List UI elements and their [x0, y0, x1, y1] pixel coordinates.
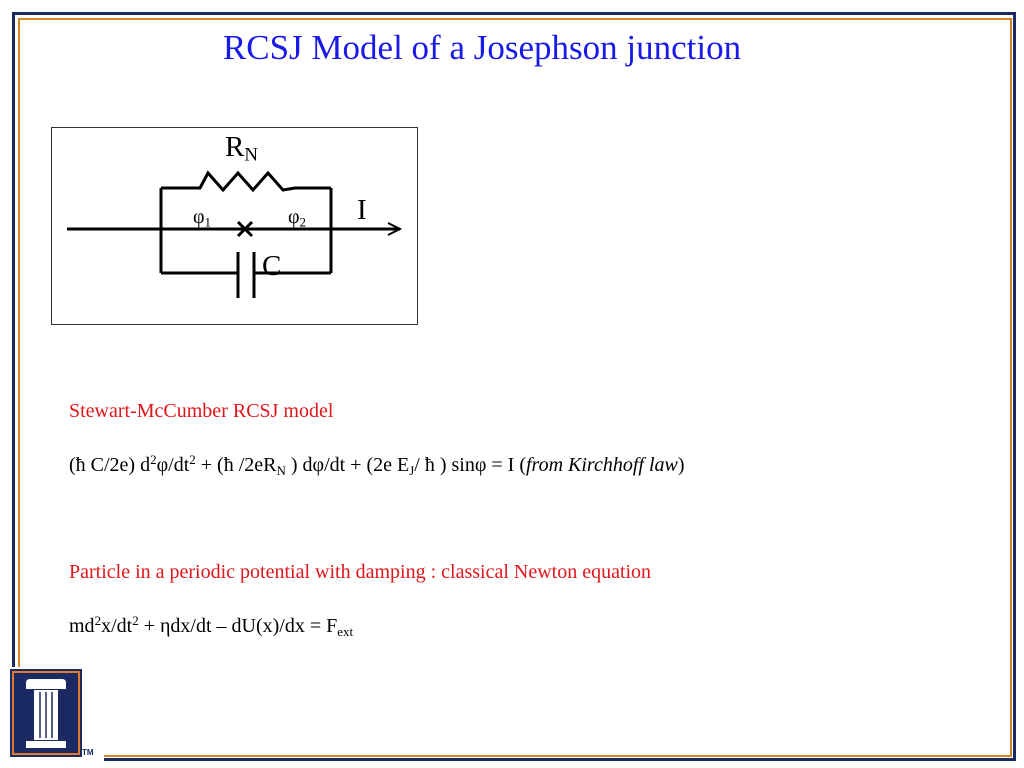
slide-frame-inner	[18, 18, 1012, 757]
university-logo: TM	[4, 667, 104, 763]
slide-title: RCSJ Model of a Josephson junction	[222, 28, 742, 67]
section1-heading: Stewart-McCumber RCSJ model	[69, 400, 334, 422]
column-icon	[12, 671, 80, 755]
resistor-label: RN	[225, 131, 258, 166]
kirchhoff-note: from Kirchhoff law	[525, 454, 678, 476]
phase2-label: φ2	[288, 206, 307, 230]
trademark-label: TM	[82, 748, 94, 757]
resistor-branch	[161, 170, 331, 193]
rcsj-equation: (ħ C/2e) d2φ/dt2 + (ħ /2eRN ) dφ/dt + (2…	[69, 451, 685, 478]
newton-equation: md2x/dt2 + ηdx/dt – dU(x)/dx = Fext	[69, 612, 354, 639]
logo-background	[10, 669, 82, 757]
current-label: I	[357, 194, 367, 226]
capacitor-label: C	[262, 250, 282, 282]
junction-cross-b	[236, 220, 254, 238]
phase1-label: φ1	[193, 206, 212, 230]
current-arrow	[387, 222, 403, 236]
circuit-diagram-box	[51, 127, 418, 325]
slide-frame-outer	[12, 12, 1016, 761]
section2-heading: Particle in a periodic potential with da…	[69, 561, 652, 583]
